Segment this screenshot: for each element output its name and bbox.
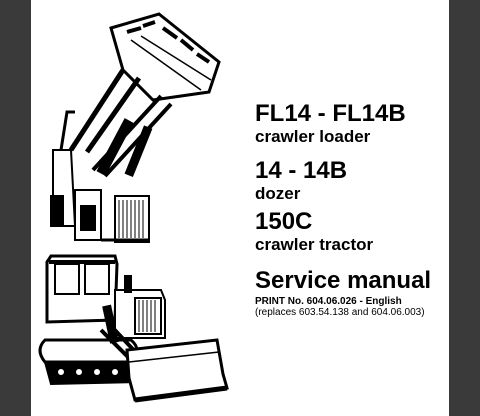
crawler-loader-illustration — [50, 12, 221, 243]
machine-illustrations — [38, 12, 229, 403]
model-title-dozer: 14 - 14B — [255, 157, 348, 184]
manual-title: Service manual — [255, 267, 432, 294]
manual-cover-page: FL14 - FL14B crawler loader 14 - 14B doz… — [31, 0, 449, 416]
replaces-note: (replaces 603.54.138 and 604.06.003) — [255, 307, 425, 318]
type-label-loader: crawler loader — [255, 127, 371, 146]
type-label-tractor: crawler tractor — [255, 235, 374, 254]
model-title-loader: FL14 - FL14B — [255, 100, 406, 127]
dozer-illustration — [38, 254, 229, 403]
print-number: PRINT No. 604.06.026 - English — [255, 296, 402, 307]
type-label-dozer: dozer — [255, 184, 301, 203]
model-title-tractor: 150C — [255, 208, 313, 235]
